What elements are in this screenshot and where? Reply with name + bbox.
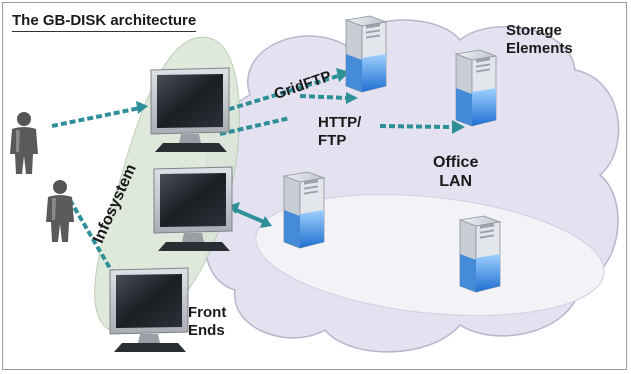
http-ftp-label: HTTP/ FTP [318,114,361,150]
lan-segment-ellipse [255,193,605,317]
office-label-line2: LAN [439,173,473,190]
http-label-line1: HTTP/ [318,114,362,131]
office-label-line1: Office [433,154,479,171]
frontends-label-line2: Ends [188,322,225,339]
arrow-gridftp [219,74,339,114]
storage-label-line1: Storage [506,22,562,39]
arrowhead [346,92,358,104]
arrow-gridftp-2 [299,94,349,100]
http-label-line2: FTP [318,132,347,149]
diagram-title: The GB-DISK architecture [12,12,197,32]
storage-label-line2: Elements [506,40,573,57]
storage-elements-label: Storage Elements [506,22,573,58]
frontends-label-line1: Front [188,304,227,321]
arrow-frontend-to-server-bidirectional [235,208,265,224]
office-lan-label: Office LAN [433,153,478,191]
arrow-user-to-frontend-1 [51,106,141,128]
arrowhead [260,216,272,228]
arrow-http-ftp [219,116,453,136]
front-ends-label: Front Ends [188,304,226,340]
arrowhead [452,120,465,134]
arrow-user-to-frontend-3 [68,198,120,284]
arrowhead [136,101,148,114]
diagram-frame [2,2,627,370]
